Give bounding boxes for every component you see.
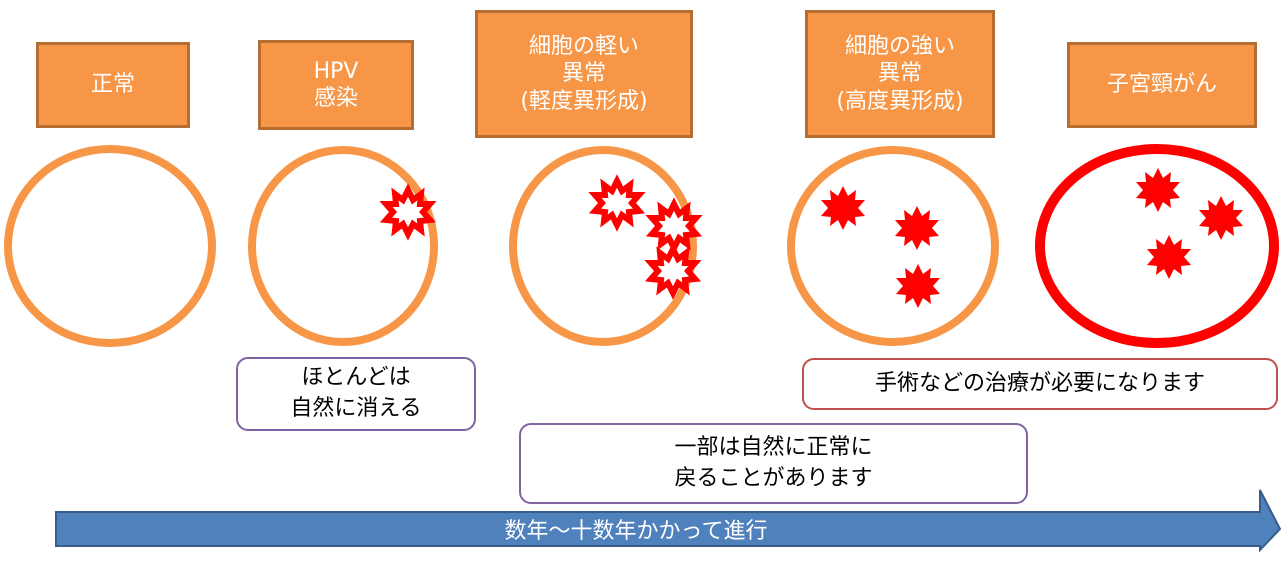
mild-dysplasia-cell [509, 146, 696, 346]
stage-severe-dysplasia-label: 細胞の強い 異常 (高度異形成) [805, 10, 995, 138]
progress-arrow [55, 489, 1282, 553]
note-hpv-clears-naturally: ほとんどは 自然に消える [236, 357, 476, 431]
severe-lesion [896, 264, 940, 308]
progress-arrow-label: 数年〜十数年かかって進行 [504, 519, 768, 544]
note-treatment-needed: 手術などの治療が必要になります [802, 358, 1278, 410]
stage-hpv-infection-label: HPV 感染 [258, 40, 414, 130]
hpv-infected-cell [248, 146, 438, 346]
severe-dysplasia-cell [787, 146, 999, 346]
cancer-lesion [1199, 196, 1243, 240]
cancer-lesion [1147, 235, 1191, 279]
cervical-cancer-cell [1035, 144, 1279, 348]
mild-lesion [595, 181, 639, 225]
severe-lesion [895, 206, 939, 250]
infected-lesion [386, 190, 430, 234]
stage-normal-label: 正常 [36, 42, 190, 128]
note-mild-may-revert: 一部は自然に正常に 戻ることがあります [519, 423, 1028, 504]
mild-lesion [651, 249, 695, 293]
stage-mild-dysplasia-label: 細胞の軽い 異常 (軽度異形成) [475, 10, 693, 138]
mild-lesion [652, 204, 696, 248]
normal-cell [4, 145, 216, 347]
stage-cervical-cancer-label: 子宮頸がん [1067, 42, 1257, 128]
cancer-lesion [1136, 168, 1180, 212]
severe-lesion [821, 186, 865, 230]
